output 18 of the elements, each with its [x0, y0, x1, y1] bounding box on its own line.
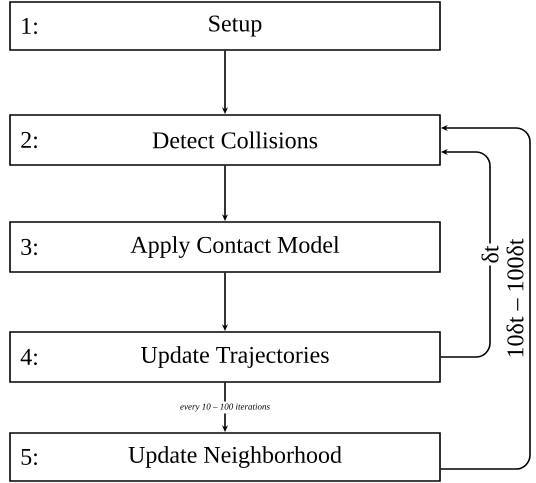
process-box: [9, 432, 441, 482]
step-number: 2:: [21, 132, 37, 148]
step-label: Update Trajectories: [140, 346, 329, 368]
step-label: Setup: [209, 16, 262, 36]
step-label: Update Neighborhood: [128, 446, 342, 468]
step-number: 3:: [21, 238, 37, 256]
step-number: 4:: [20, 348, 37, 366]
step-label: Apply Contact Model: [130, 236, 340, 258]
step-label: Detect Collisions: [152, 132, 318, 148]
step-number: 1:: [22, 18, 37, 34]
process-box: [9, 1, 441, 51]
edge-label: 10δt – 100δt: [506, 238, 524, 356]
edge-label: δt: [482, 246, 498, 263]
process-box: [9, 114, 441, 166]
process-box: [9, 221, 441, 273]
process-box: [9, 331, 441, 383]
step-number: 5:: [22, 448, 37, 466]
edge-label: every 10 – 100 iterations: [180, 404, 270, 412]
